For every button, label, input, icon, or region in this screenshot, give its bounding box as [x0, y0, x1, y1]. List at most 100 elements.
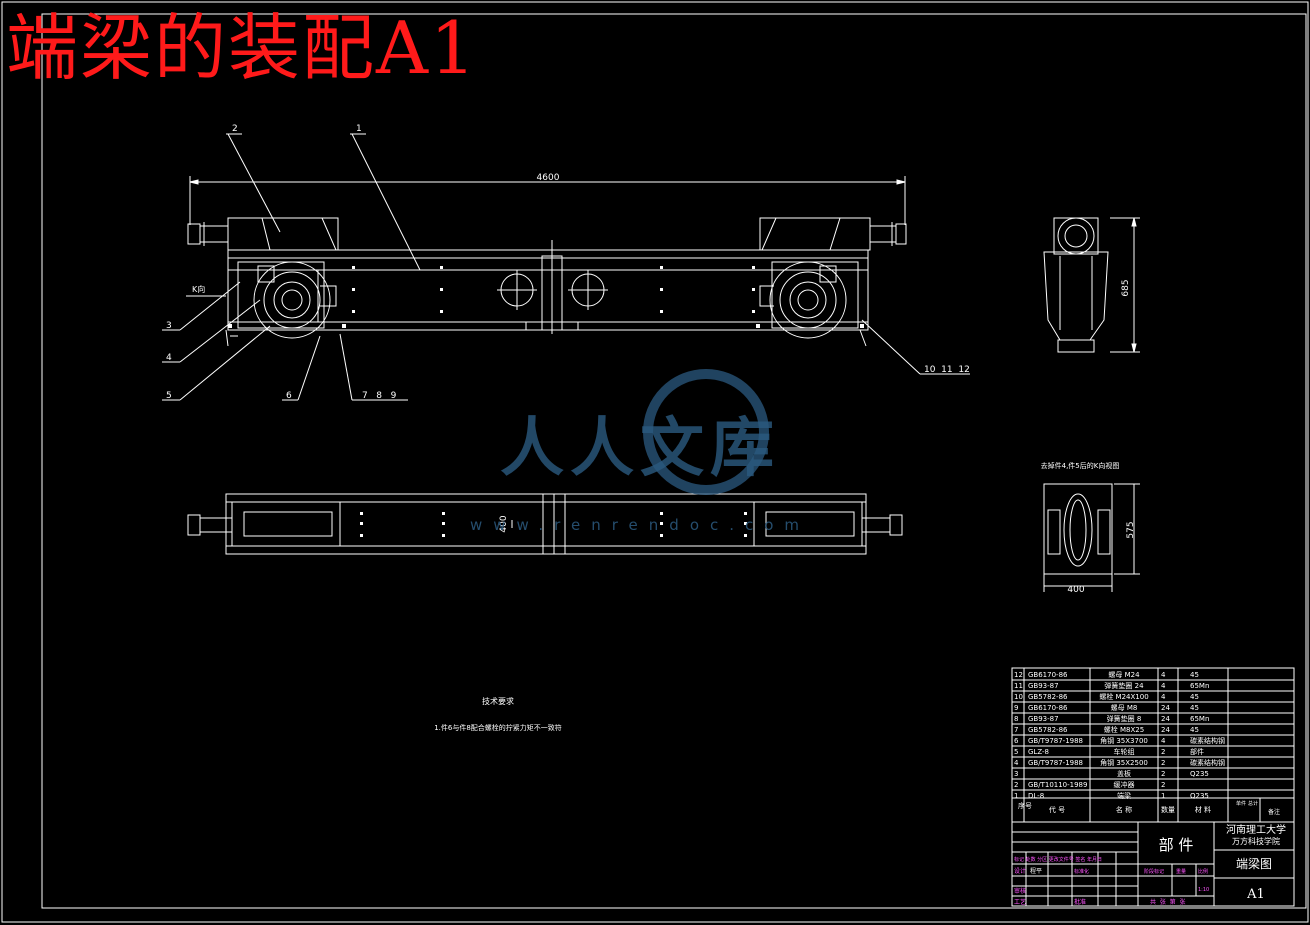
inner-border: [41, 13, 1307, 909]
callout-1: 1: [356, 124, 362, 134]
header-no: 序号: [1018, 801, 1032, 810]
dim-top-width: 400: [499, 515, 509, 532]
row-code: GB/T9787-1988: [1028, 759, 1083, 767]
row-qty: 24: [1161, 726, 1170, 734]
title-block-drawing-name: 端梁图: [1236, 856, 1272, 871]
callout-6: 6: [286, 391, 292, 401]
watermark-url: www.renrendoc.com: [470, 516, 810, 534]
row-name: 盖板: [1117, 769, 1131, 778]
header-remark: 备注: [1268, 808, 1280, 816]
row-name: 角钢 35X3700: [1100, 736, 1148, 745]
tech-notes-line-1: 1.件6与件8配合螺栓的拧紧力矩不一致符: [434, 723, 562, 732]
row-material: 45: [1190, 671, 1199, 679]
title-block-stage: 阶段标记: [1144, 868, 1164, 875]
row-code: GB5782-86: [1028, 726, 1068, 734]
row-qty: 4: [1161, 737, 1166, 745]
side-view: [1043, 217, 1140, 353]
top-bolt-holes: [360, 512, 747, 537]
title-block-approve: 批准: [1074, 898, 1086, 906]
title-block-weight: 重量: [1176, 868, 1186, 875]
front-view: [187, 176, 907, 347]
row-code: GB93-87: [1028, 682, 1059, 690]
row-material: 45: [1190, 726, 1199, 734]
row-name: 螺栓 M24X100: [1099, 692, 1148, 701]
row-name: 螺母 M8: [1111, 703, 1138, 712]
row-name: 缓冲器: [1114, 780, 1135, 789]
row-no: 2: [1014, 781, 1018, 789]
row-qty: 2: [1161, 770, 1165, 778]
row-name: 弹簧垫圈 8: [1107, 714, 1142, 723]
title-block-process: 工艺: [1014, 898, 1026, 906]
callout-3: 3: [166, 321, 172, 331]
tech-notes-heading: 技术要求: [482, 696, 514, 706]
dim-detail-width: 400: [1067, 585, 1084, 595]
row-no: 8: [1014, 715, 1018, 723]
row-no: 11: [1014, 682, 1023, 690]
row-name: 端梁: [1117, 791, 1131, 800]
watermark-text: 人人文库: [500, 412, 780, 486]
row-no: 1: [1014, 792, 1018, 800]
title-block-scale-value: 1:10: [1198, 887, 1209, 893]
dim-front-length: 4600: [537, 173, 560, 183]
row-code: GB6170-86: [1028, 704, 1068, 712]
dim-detail-height: 575: [1126, 521, 1136, 538]
row-no: 6: [1014, 737, 1019, 745]
row-material: 45: [1190, 704, 1199, 712]
row-no: 3: [1014, 770, 1018, 778]
row-qty: 2: [1161, 759, 1165, 767]
row-name: 车轮组: [1114, 747, 1135, 756]
row-no: 4: [1014, 759, 1019, 767]
callout-5: 5: [166, 391, 172, 401]
row-no: 10: [1014, 693, 1023, 701]
k-view-arrow-label: K向: [192, 284, 205, 294]
detail-view-caption: 去掉件4,件5后的K向视图: [1041, 461, 1120, 470]
row-code: GLZ-8: [1028, 748, 1049, 756]
header-material: 材 料: [1195, 805, 1211, 814]
header-name: 名 称: [1116, 805, 1132, 814]
header-code: 代 号: [1049, 805, 1065, 814]
callout-10-11-12: 10 11 12: [924, 365, 970, 375]
title-block-school: 河南理工大学: [1226, 823, 1286, 836]
title-block-sheet: A1: [1246, 887, 1265, 902]
title-block-sheets: 共 张 第 张: [1150, 898, 1185, 906]
row-code: DL-8: [1028, 792, 1044, 800]
title-block-designer: 程平: [1030, 867, 1042, 875]
row-material: Q235: [1190, 770, 1209, 778]
row-qty: 24: [1161, 704, 1170, 712]
row-qty: 2: [1161, 748, 1165, 756]
row-qty: 2: [1161, 781, 1165, 789]
row-name: 弹簧垫圈 24: [1104, 681, 1144, 690]
row-name: 角钢 35X2500: [1100, 758, 1148, 767]
callout-2: 2: [232, 124, 238, 134]
row-material: 碳素结构钢: [1190, 758, 1225, 767]
callout-4: 4: [166, 353, 172, 363]
page-title: 端梁的装配A1: [6, 6, 478, 90]
title-block-type: 部 件: [1159, 836, 1194, 854]
row-no: 5: [1014, 748, 1018, 756]
title-block-rev-labels: 标记 处数 分区 更改文件号 签名 年月日: [1014, 856, 1102, 863]
dim-side-height: 685: [1121, 279, 1131, 296]
row-qty: 4: [1161, 693, 1166, 701]
front-bolt-holes: [228, 266, 864, 328]
title-block-standardize: 标准化: [1074, 868, 1089, 875]
callout-7-8-9: 7 8 9: [362, 391, 397, 401]
row-no: 9: [1014, 704, 1018, 712]
title-block-scale: 比例: [1198, 868, 1208, 875]
watermark: [643, 369, 769, 495]
table-grid: [1011, 667, 1295, 907]
row-qty: 24: [1161, 715, 1170, 723]
top-view: [187, 493, 903, 555]
title-block-review: 审核: [1014, 887, 1026, 895]
title-block-college: 万方科技学院: [1232, 836, 1280, 846]
row-code: GB5782-86: [1028, 693, 1068, 701]
detail-view: [1043, 483, 1140, 592]
row-code: GB6170-86: [1028, 671, 1068, 679]
row-no: 7: [1014, 726, 1018, 734]
row-code: GB/T9787-1988: [1028, 737, 1083, 745]
header-total-weight: 总计: [1248, 800, 1258, 807]
row-code: GB93-87: [1028, 715, 1059, 723]
